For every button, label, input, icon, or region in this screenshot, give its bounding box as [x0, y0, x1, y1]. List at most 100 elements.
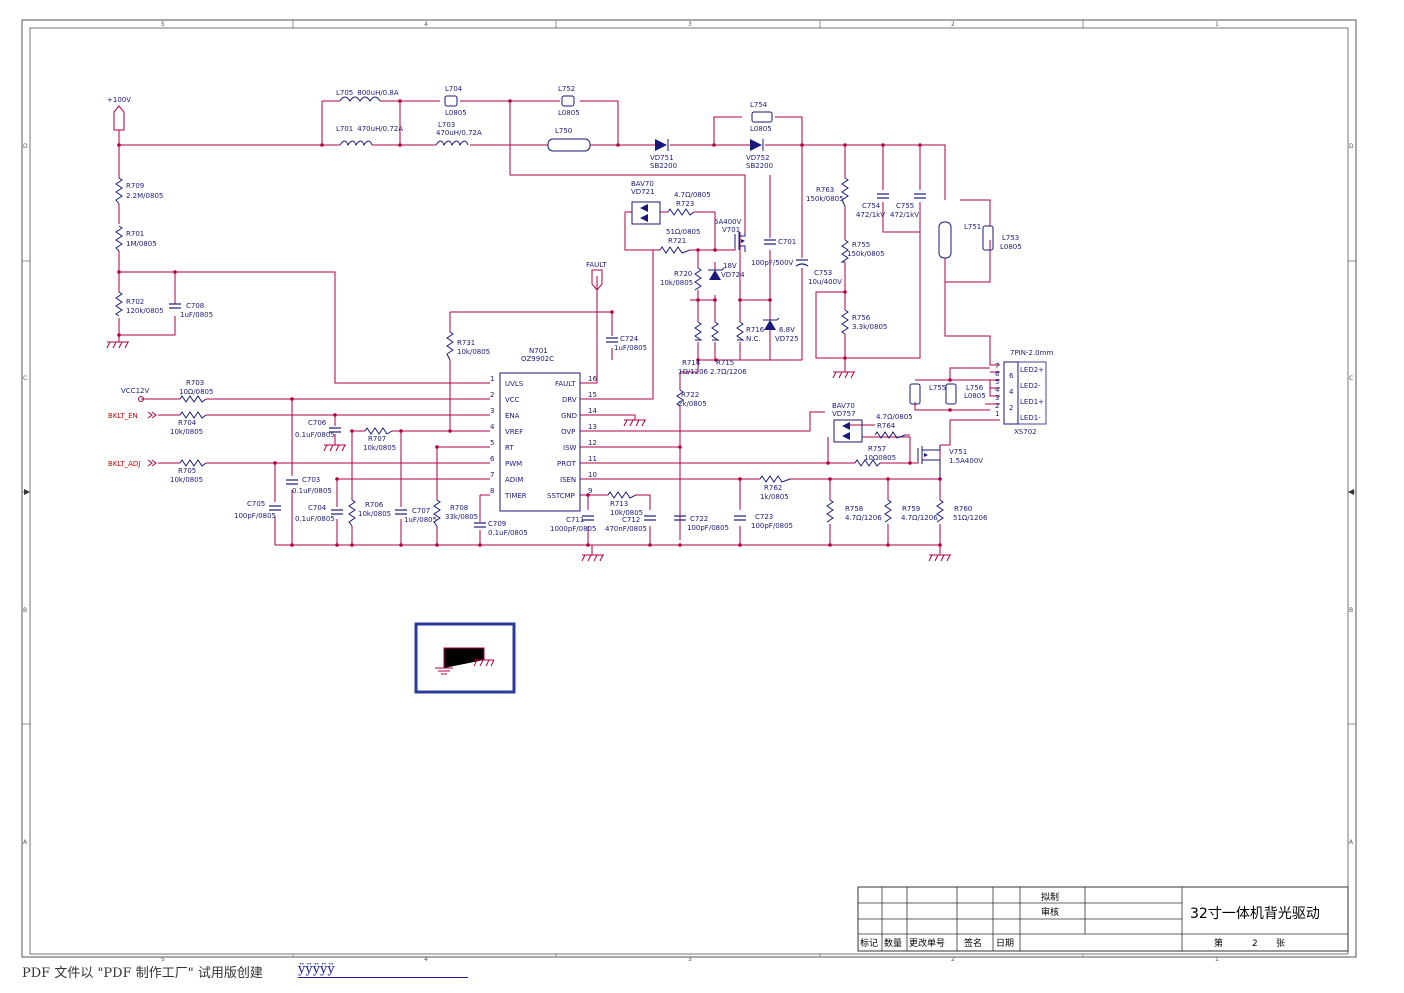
connector-pin: 7 [995, 362, 999, 370]
tb-header-qty: 数量 [884, 937, 902, 949]
inductor-l703 [435, 140, 469, 147]
mosfet-v751 [917, 445, 941, 479]
junctions [117, 99, 952, 547]
tb-header-change: 更改单号 [909, 937, 945, 949]
label-r731-ref: R731 [457, 339, 475, 347]
pdf-footer-link[interactable]: ÿÿÿÿÿ [298, 962, 335, 977]
label-l752-val: L0805 [558, 109, 580, 117]
label-r708-ref: R708 [450, 504, 468, 512]
label-c709-ref: C709 [488, 520, 506, 528]
label-r760-val: 51Ω/1206 [953, 514, 988, 522]
ic-pin-name: ISEN [560, 476, 576, 484]
port-label-fault: FAULT [586, 261, 607, 269]
arrow-left-icon [24, 489, 30, 495]
ic-pin-num: 4 [490, 423, 495, 431]
pdf-footer-link-underline [298, 977, 468, 978]
grid-row-left-c: C [23, 375, 27, 382]
label-r757-ref: R757 [868, 445, 886, 453]
ground-icon-6 [928, 554, 951, 562]
label-c703-val: 0.1uF/0805 [292, 487, 332, 495]
resistor-r723 [667, 208, 695, 216]
ic-pin-name: DRV [562, 396, 577, 404]
tb-header-mark: 标记 [860, 937, 878, 949]
label-r709-val: 2.2M/0805 [126, 192, 163, 200]
ic-pin-name: ENA [505, 412, 520, 420]
diode-vd752 [750, 139, 762, 151]
tb-title: 32寸一体机背光驱动 [1190, 906, 1320, 922]
tb-sheet-prefix: 第 [1214, 937, 1223, 949]
label-c706-val: 0.1uF/0805 [295, 431, 335, 439]
ground-icon-3 [623, 419, 646, 427]
diode-pair-vd721 [631, 201, 661, 225]
label-c723-ref: C723 [755, 513, 773, 521]
label-r701-ref: R701 [126, 230, 144, 238]
resistor-r759 [884, 499, 892, 523]
diode-pair-vd757 [833, 419, 863, 443]
resistor-r715 [711, 321, 720, 341]
ic-part-label: OZ9902C [521, 355, 554, 363]
inductor-l705 [339, 96, 381, 102]
label-l754-ref: L754 [750, 101, 768, 109]
label-l705-ref: L705 [336, 89, 353, 97]
label-r713-ref: R713 [610, 500, 628, 508]
ferrite-l752 [561, 95, 575, 107]
label-vd752-val: SB2200 [746, 162, 773, 170]
label-vd752-ref: VD752 [746, 154, 770, 162]
label-c722-ref: C722 [690, 515, 708, 523]
ic-pin-name: TIMER [504, 492, 527, 500]
label-v701-ref: V701 [722, 226, 740, 234]
label-r705-ref: R705 [178, 467, 196, 475]
connector-inner-pin: 2 [1009, 404, 1013, 412]
ic-pin-num: 5 [490, 439, 494, 447]
label-r707-val: 10k/0805 [363, 444, 396, 452]
label-r723-ref: R723 [676, 200, 694, 208]
label-vd721-type: BAV70 [631, 180, 654, 188]
label-c704-val: 0.1uF/0805 [295, 515, 335, 523]
label-c712-ref: C712 [622, 516, 640, 524]
port-bklt-en-arrow-icon [147, 411, 157, 419]
label-c705-val: 100pF/0805 [234, 512, 276, 520]
label-c701-ref: C701 [778, 238, 796, 246]
port-label-bklt-adj: BKLT_ADJ [108, 460, 140, 468]
connector-pin: 6 [995, 370, 1000, 378]
label-v751-val: 1.5A400V [949, 457, 983, 465]
port-bklt-adj-arrow-icon [147, 459, 157, 467]
label-c753-ref: C753 [814, 269, 832, 277]
label-l701-ref: L701 [336, 125, 353, 133]
resistor-r764 [874, 431, 906, 439]
label-l751-ref: L751 [964, 223, 981, 231]
label-r763-ref: R763 [816, 186, 834, 194]
port-vcc12v [138, 396, 144, 402]
label-c705-ref: C705 [247, 500, 265, 508]
label-c706-ref: C706 [308, 419, 327, 427]
label-r757-val: 10Ω0805 [864, 454, 896, 462]
ferrite-l753 [982, 225, 994, 251]
tb-drawn: 拟制 [1041, 891, 1059, 903]
connector-pin: 2 [995, 402, 999, 410]
grid-ticks [22, 20, 1356, 957]
resistor-r713 [607, 491, 637, 499]
diode-vd751 [655, 139, 667, 151]
label-r764-ref: R764 [877, 422, 896, 430]
label-r702-val: 120k/0805 [126, 307, 164, 315]
port-label-vcc12v: VCC12V [121, 387, 149, 395]
label-c711-ref: C711 [566, 516, 584, 524]
resistor-r755 [840, 239, 849, 263]
ic-pin-name: PROT [557, 460, 577, 468]
label-vd725-ref: VD725 [775, 335, 799, 343]
ic-pin-num: 14 [588, 407, 597, 415]
label-r756-val: 3.3k/0805 [852, 323, 887, 331]
label-c703-ref: C703 [302, 476, 320, 484]
ic-pin-num: 1 [490, 375, 494, 383]
ferrite-l755 [909, 383, 921, 405]
ic-pin-num: 6 [490, 455, 495, 463]
label-r755-ref: R755 [852, 241, 870, 249]
resistor-r763 [841, 177, 849, 207]
ic-pin-name: GND [561, 412, 577, 420]
label-l753-ref: L753 [1002, 234, 1019, 242]
label-l705-val: 800uH/0.8A [357, 89, 399, 97]
inner-frame [29, 27, 1349, 955]
resistor-r702 [115, 291, 123, 317]
label-r720-ref: R720 [674, 270, 692, 278]
